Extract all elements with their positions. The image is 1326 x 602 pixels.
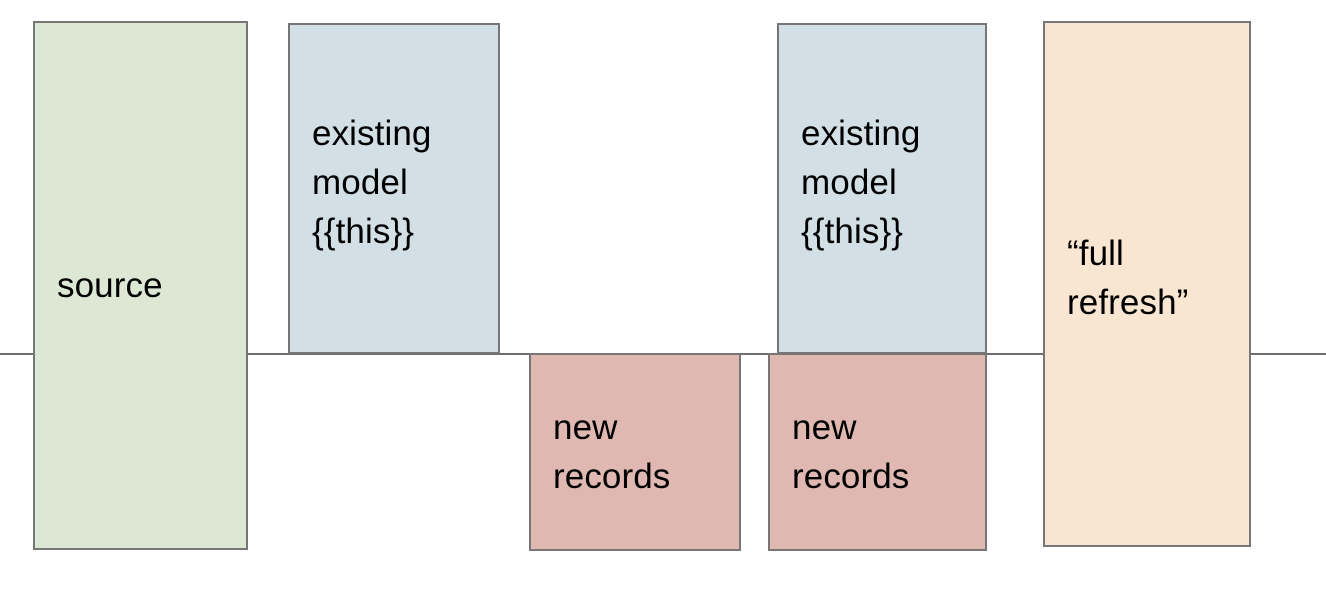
box-new-records-1-label: new records — [553, 408, 671, 496]
box-source-label: source — [57, 266, 163, 305]
box-existing-model-1[interactable]: existing model {{this}} — [288, 23, 500, 354]
box-full-refresh-label: “full refresh” — [1067, 234, 1189, 322]
box-new-records-2-label: new records — [792, 408, 910, 496]
box-existing-model-1-label: existing model {{this}} — [312, 114, 432, 251]
box-full-refresh[interactable]: “full refresh” — [1043, 21, 1251, 547]
box-new-records-2[interactable]: new records — [768, 353, 987, 551]
box-existing-model-2-label: existing model {{this}} — [801, 114, 921, 251]
box-source[interactable]: source — [33, 21, 248, 550]
box-new-records-1[interactable]: new records — [529, 353, 741, 551]
box-existing-model-2[interactable]: existing model {{this}} — [777, 23, 987, 354]
